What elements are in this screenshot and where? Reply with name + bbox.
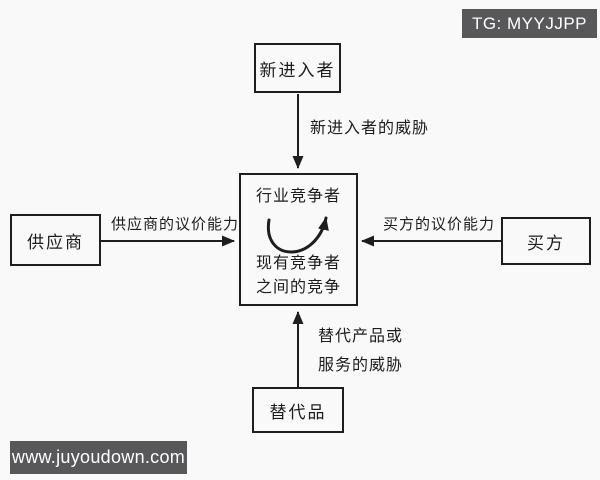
node-industry-competitors-caption: 现有竞争者 之间的竞争 bbox=[256, 251, 341, 299]
node-buyers-label: 买方 bbox=[527, 233, 565, 254]
edge-label-substitute-threat-line1: 替代产品或 bbox=[318, 326, 404, 345]
node-suppliers: 供应商 bbox=[10, 214, 101, 266]
node-new-entrants-label: 新进入者 bbox=[259, 60, 336, 81]
rivalry-caption-line2: 之间的竞争 bbox=[255, 277, 341, 296]
node-substitutes: 替代品 bbox=[252, 387, 344, 433]
edge-label-substitute-threat: 替代产品或 服务的威胁 bbox=[318, 321, 403, 379]
edge-label-buyer-power: 买方的议价能力 bbox=[383, 215, 496, 233]
node-buyers: 买方 bbox=[501, 217, 591, 265]
node-substitutes-label: 替代品 bbox=[269, 402, 327, 423]
node-industry-competitors: 行业竞争者 现有竞争者 之间的竞争 bbox=[239, 173, 358, 306]
rivalry-caption-line1: 现有竞争者 bbox=[255, 253, 341, 272]
edge-label-supplier-power: 供应商的议价能力 bbox=[111, 215, 240, 233]
edge-label-substitute-threat-line2: 服务的威胁 bbox=[318, 355, 404, 374]
watermark-telegram-badge: TG: MYYJJPP bbox=[462, 9, 597, 38]
watermark-website-bar: www.juyoudown.com bbox=[10, 441, 187, 474]
node-suppliers-label: 供应商 bbox=[27, 232, 84, 253]
node-industry-competitors-title: 行业竞争者 bbox=[255, 186, 341, 205]
edge-label-new-entrants-threat: 新进入者的威胁 bbox=[310, 118, 430, 137]
node-new-entrants: 新进入者 bbox=[254, 43, 341, 93]
